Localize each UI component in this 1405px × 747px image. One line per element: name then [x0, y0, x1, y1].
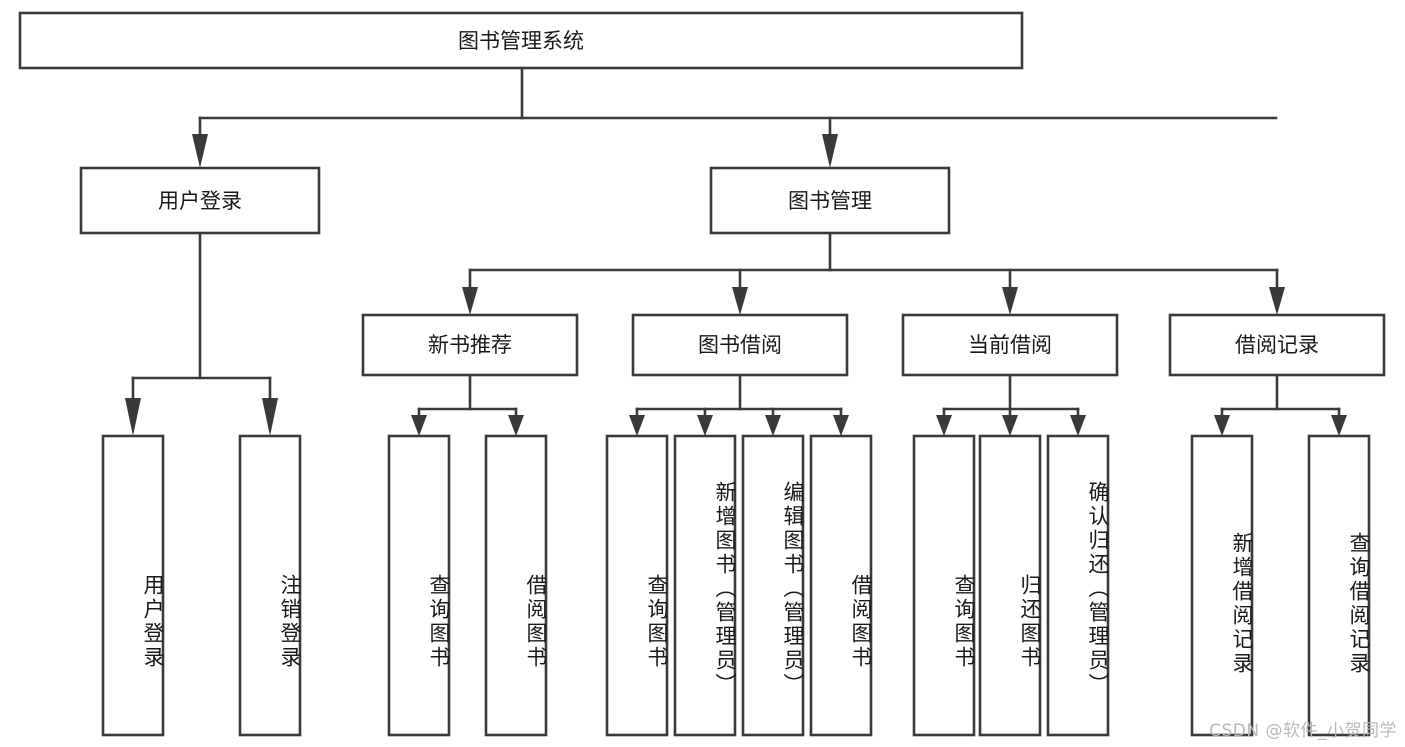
connector-group-user-login	[125, 231, 278, 436]
node-new-book-recommend[interactable]	[361, 313, 579, 377]
arrowhead-root-to-login	[192, 134, 208, 168]
node-book-management-label: 图书管理	[788, 189, 872, 213]
arrowhead-borrow-leaf-4	[833, 415, 849, 436]
arrowhead-newbook-leaf-2	[508, 415, 524, 436]
arrowhead-record-leaf-1	[1214, 415, 1230, 436]
node-leaf-new-book-2[interactable]	[484, 434, 548, 737]
node-new-book-recommend-label: 新书推荐	[428, 333, 512, 357]
node-book-borrow-label: 图书借阅	[698, 333, 782, 357]
connector-group-book-management	[462, 231, 1285, 315]
node-current-borrow-label: 当前借阅	[968, 333, 1052, 357]
arrowhead-login-leaf-1	[125, 398, 141, 436]
arrowhead-borrow-leaf-1	[629, 415, 645, 436]
node-leaf-book-borrow-1[interactable]	[605, 434, 669, 737]
connector-group-root	[192, 66, 1278, 168]
node-root-label: 图书管理系统	[458, 29, 584, 53]
node-borrow-record[interactable]	[1168, 313, 1386, 377]
connector-group-current-borrow	[936, 373, 1086, 436]
arrowhead-current-leaf-1	[936, 415, 952, 436]
node-leaf-user-login-2[interactable]	[238, 434, 302, 737]
arrowhead-newbook-leaf-1	[411, 415, 427, 436]
connector-group-book-borrow	[629, 373, 849, 436]
csdn-watermark: CSDN @软件_小贺同学	[1209, 721, 1397, 741]
node-current-borrow[interactable]	[901, 313, 1119, 377]
arrowhead-bookmgmt-current	[1002, 287, 1018, 315]
arrowhead-current-leaf-3	[1070, 415, 1086, 436]
node-borrow-record-label: 借阅记录	[1235, 333, 1319, 357]
node-book-borrow[interactable]	[631, 313, 849, 377]
arrowhead-bookmgmt-record	[1269, 287, 1285, 315]
connector-group-borrow-record	[1214, 373, 1347, 436]
node-leaf-borrow-record-1[interactable]	[1190, 434, 1254, 737]
node-leaf-user-login-1[interactable]	[101, 434, 165, 737]
node-user-login[interactable]	[79, 166, 321, 235]
arrowhead-record-leaf-2	[1331, 415, 1347, 436]
node-user-login-label: 用户登录	[158, 189, 242, 213]
arrowhead-root-to-bookmgmt	[822, 134, 838, 168]
node-leaf-book-borrow-3[interactable]	[741, 434, 805, 737]
connector-group-new-book	[411, 373, 524, 436]
arrowhead-bookmgmt-newbook	[462, 287, 478, 315]
node-book-management[interactable]	[709, 166, 951, 235]
node-leaf-current-borrow-1[interactable]	[912, 434, 976, 737]
node-leaf-borrow-record-2[interactable]	[1307, 434, 1371, 737]
node-leaf-book-borrow-4[interactable]	[809, 434, 873, 737]
node-leaf-current-borrow-3[interactable]	[1046, 434, 1110, 737]
arrowhead-borrow-leaf-3	[765, 415, 781, 436]
node-leaf-current-borrow-2[interactable]	[978, 434, 1042, 737]
node-root-book-management-system[interactable]	[18, 11, 1024, 70]
node-leaf-new-book-1[interactable]	[387, 434, 451, 737]
arrowhead-current-leaf-2	[1002, 415, 1018, 436]
node-leaf-book-borrow-2[interactable]	[673, 434, 737, 737]
arrowhead-bookmgmt-borrow	[732, 287, 748, 315]
arrowhead-borrow-leaf-2	[697, 415, 713, 436]
arrowhead-login-leaf-2	[262, 398, 278, 436]
